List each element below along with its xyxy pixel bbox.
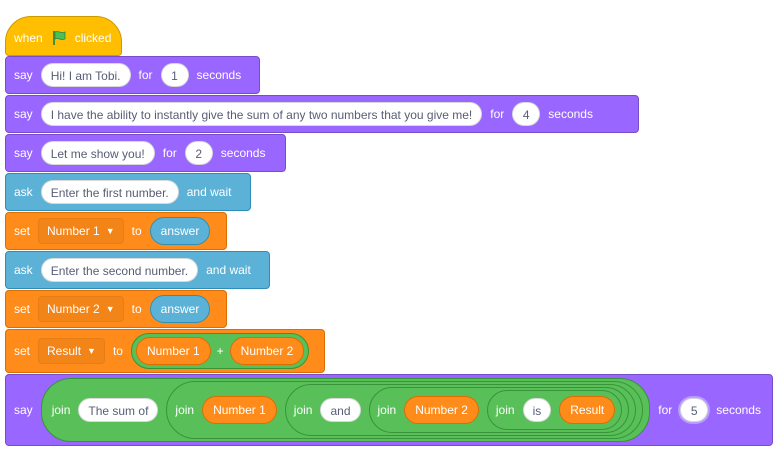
when-label: when (14, 31, 43, 45)
variable-name: Number 2 (47, 302, 100, 316)
set-label: set (14, 224, 31, 238)
say-for-seconds-block[interactable]: say join The sum of join Number 1 join a… (5, 374, 773, 446)
seconds-label: seconds (220, 146, 266, 160)
variable-dropdown[interactable]: Number 1 ▼ (38, 218, 124, 244)
result-reporter[interactable]: Result (559, 396, 616, 424)
when-flag-clicked-block[interactable]: when clicked (5, 16, 122, 56)
chevron-down-icon: ▼ (87, 346, 96, 356)
join-label: join (377, 403, 397, 417)
say-label: say (14, 68, 33, 82)
clicked-label: clicked (74, 31, 112, 45)
set-variable-block[interactable]: set Number 2 ▼ to answer (5, 290, 227, 328)
set-variable-block[interactable]: set Number 1 ▼ to answer (5, 212, 227, 250)
seconds-input[interactable]: 4 (512, 102, 541, 126)
set-variable-block[interactable]: set Result ▼ to Number 1 + Number 2 (5, 329, 325, 373)
to-label: to (131, 302, 142, 316)
for-label: for (162, 146, 177, 160)
ask-and-wait-block[interactable]: ask Enter the second number. and wait (5, 251, 270, 289)
for-label: for (490, 107, 505, 121)
ask-and-wait-block[interactable]: ask Enter the first number. and wait (5, 173, 251, 211)
chevron-down-icon: ▼ (105, 226, 115, 236)
and-wait-label: and wait (186, 185, 232, 199)
variable-dropdown[interactable]: Number 2 ▼ (38, 296, 124, 322)
green-flag-icon (51, 30, 67, 46)
join-operator[interactable]: join is Result (486, 390, 623, 430)
ask-label: ask (14, 263, 33, 277)
question-input[interactable]: Enter the second number. (40, 258, 199, 282)
join-label: join (293, 403, 313, 417)
join-operator[interactable]: join Number 1 join and join Number 2 joi… (166, 381, 644, 439)
text-input[interactable]: and (320, 398, 361, 422)
join-operator[interactable]: join The sum of join Number 1 join and j… (40, 378, 651, 442)
say-for-seconds-block[interactable]: say Let me show you! for 2 seconds (5, 134, 286, 172)
say-label: say (14, 403, 33, 417)
join-operator[interactable]: join Number 2 join is Result (368, 387, 630, 433)
answer-reporter[interactable]: answer (149, 295, 211, 323)
answer-reporter[interactable]: answer (149, 217, 211, 245)
chevron-down-icon: ▼ (105, 304, 115, 314)
join-label: join (175, 403, 195, 417)
say-for-seconds-block[interactable]: say I have the ability to instantly give… (5, 95, 639, 133)
variable-name: Result (47, 344, 82, 358)
say-for-seconds-block[interactable]: say Hi! I am Tobi. for 1 seconds (5, 56, 260, 94)
join-label: join (495, 403, 515, 417)
seconds-label: seconds (196, 68, 242, 82)
seconds-input[interactable]: 2 (184, 141, 213, 165)
variable-dropdown[interactable]: Result ▼ (38, 338, 105, 364)
seconds-label: seconds (548, 107, 593, 121)
seconds-input[interactable]: 1 (160, 63, 189, 87)
for-label: for (138, 68, 153, 82)
join-label: join (51, 403, 71, 417)
message-input[interactable]: I have the ability to instantly give the… (40, 102, 483, 126)
seconds-input[interactable]: 5 (680, 398, 709, 422)
say-label: say (14, 107, 33, 121)
message-input[interactable]: Hi! I am Tobi. (40, 63, 131, 87)
to-label: to (112, 344, 123, 358)
text-input[interactable]: The sum of (78, 398, 159, 422)
variable-name: Number 1 (47, 224, 100, 238)
ask-label: ask (14, 185, 33, 199)
set-label: set (14, 302, 31, 316)
plus-label: + (216, 344, 224, 358)
question-input[interactable]: Enter the first number. (40, 180, 179, 204)
set-label: set (14, 344, 31, 358)
to-label: to (131, 224, 142, 238)
join-operator[interactable]: join and join Number 2 join is Result (284, 384, 637, 436)
number1-reporter[interactable]: Number 1 (135, 337, 211, 365)
number1-reporter[interactable]: Number 1 (202, 396, 277, 424)
message-input[interactable]: Let me show you! (40, 141, 155, 165)
number2-reporter[interactable]: Number 2 (229, 337, 305, 365)
number2-reporter[interactable]: Number 2 (404, 396, 479, 424)
and-wait-label: and wait (206, 263, 251, 277)
addition-operator[interactable]: Number 1 + Number 2 (130, 333, 310, 369)
text-input[interactable]: is (522, 398, 552, 422)
say-label: say (14, 146, 33, 160)
seconds-label: seconds (716, 403, 761, 417)
for-label: for (658, 403, 673, 417)
